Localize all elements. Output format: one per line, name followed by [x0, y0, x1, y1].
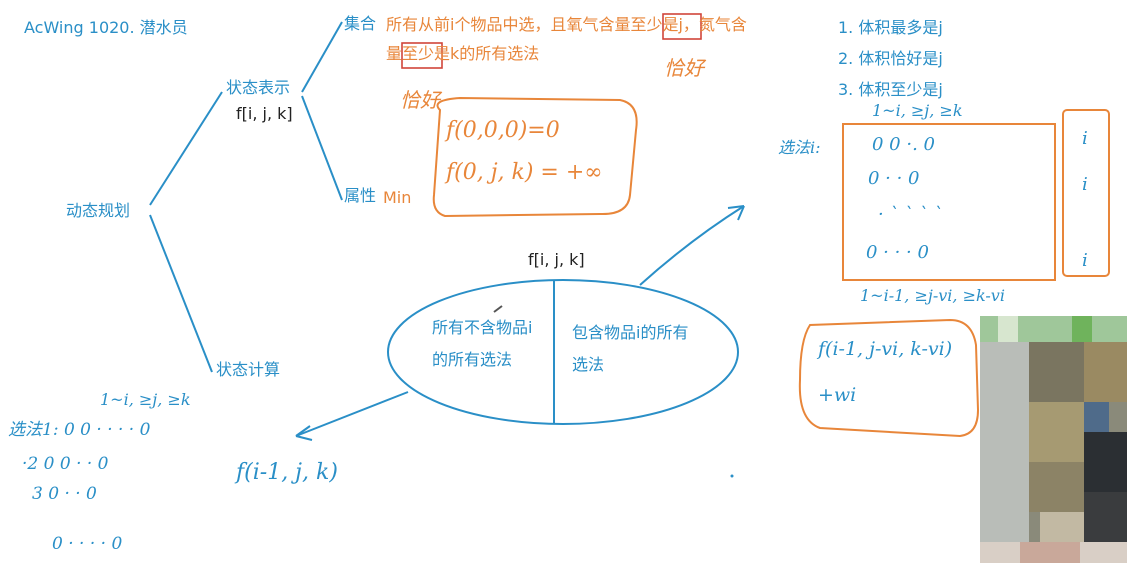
left-grid-row-4: 0 · · · · 0 — [52, 536, 122, 553]
attr-node: 属性 — [344, 188, 376, 204]
left-grid-row-2: ·2 0 0 · · 0 — [22, 456, 109, 473]
root-node: 动态规划 — [66, 203, 130, 219]
branch-to-set — [302, 22, 342, 92]
right-grid-row-3: · ` ` ` ` — [878, 206, 943, 224]
init-box — [434, 98, 637, 216]
attr-value: Min — [383, 190, 411, 206]
right-grid-row-2: 0 · · 0 — [868, 170, 920, 188]
state-repr-node: 状态表示 — [226, 80, 290, 96]
right-grid-row-1: 0 0 ·. 0 — [872, 136, 935, 154]
left-grid-header: 1~i, ≥j, ≥k — [100, 392, 191, 408]
right-grid-row-4: 0 · · · 0 — [866, 244, 929, 262]
right-formula-2: +wi — [818, 386, 856, 405]
branch-to-state-repr — [150, 92, 222, 205]
right-grid-footer: 1~i-1, ≥j-vi, ≥k-vi — [860, 288, 1005, 304]
init-formula-1: f(0,0,0)=0 — [446, 120, 560, 142]
webcam-overlay — [980, 316, 1127, 563]
right-side-3: i — [1082, 252, 1088, 270]
right-formula-1: f(i-1, j-vi, k-vi) — [818, 340, 952, 359]
arrow-to-right-grid — [640, 206, 744, 285]
right-side-1: i — [1082, 130, 1088, 148]
set-description-line1: 所有从前i个物品中选，且氧气含量至少是j，氮气含 — [386, 17, 747, 33]
split-right-line1: 包含物品i的所有 — [572, 325, 688, 341]
state-calc-node: 状态计算 — [216, 362, 280, 378]
set-node: 集合 — [344, 16, 376, 32]
left-grid-row-1: 选法1: 0 0 · · · · 0 — [8, 422, 150, 439]
left-formula: f(i-1, j, k) — [236, 462, 338, 484]
left-grid-row-3: 3 0 · · 0 — [32, 486, 97, 503]
variant-1: 1. 体积最多是j — [838, 20, 943, 36]
arrow-to-left-formula — [296, 392, 408, 436]
split-right-line2: 选法 — [572, 357, 604, 373]
set-description-line2: 量至少是k的所有选法 — [386, 46, 539, 62]
split-top-label: f[i, j, k] — [528, 252, 585, 268]
right-grid-row-label: 选法i: — [778, 140, 821, 156]
right-side-2: i — [1082, 176, 1088, 194]
note-exact-under: 恰好 — [400, 90, 440, 110]
branch-to-state-calc — [150, 215, 212, 372]
state-repr-sub: f[i, j, k] — [236, 106, 293, 122]
variant-2: 2. 体积恰好是j — [838, 51, 943, 67]
split-left-line1: 所有不含物品i — [432, 320, 532, 336]
init-formula-2: f(0, j, k) = +∞ — [446, 162, 603, 184]
branch-to-attr — [302, 96, 342, 200]
split-left-line2: 的所有选法 — [432, 352, 512, 368]
right-grid-header: 1~i, ≥j, ≥k — [872, 103, 963, 119]
note-exact-side: 恰好 — [664, 58, 704, 78]
variant-3: 3. 体积至少是j — [838, 82, 943, 98]
page-title: AcWing 1020. 潜水员 — [24, 20, 188, 36]
